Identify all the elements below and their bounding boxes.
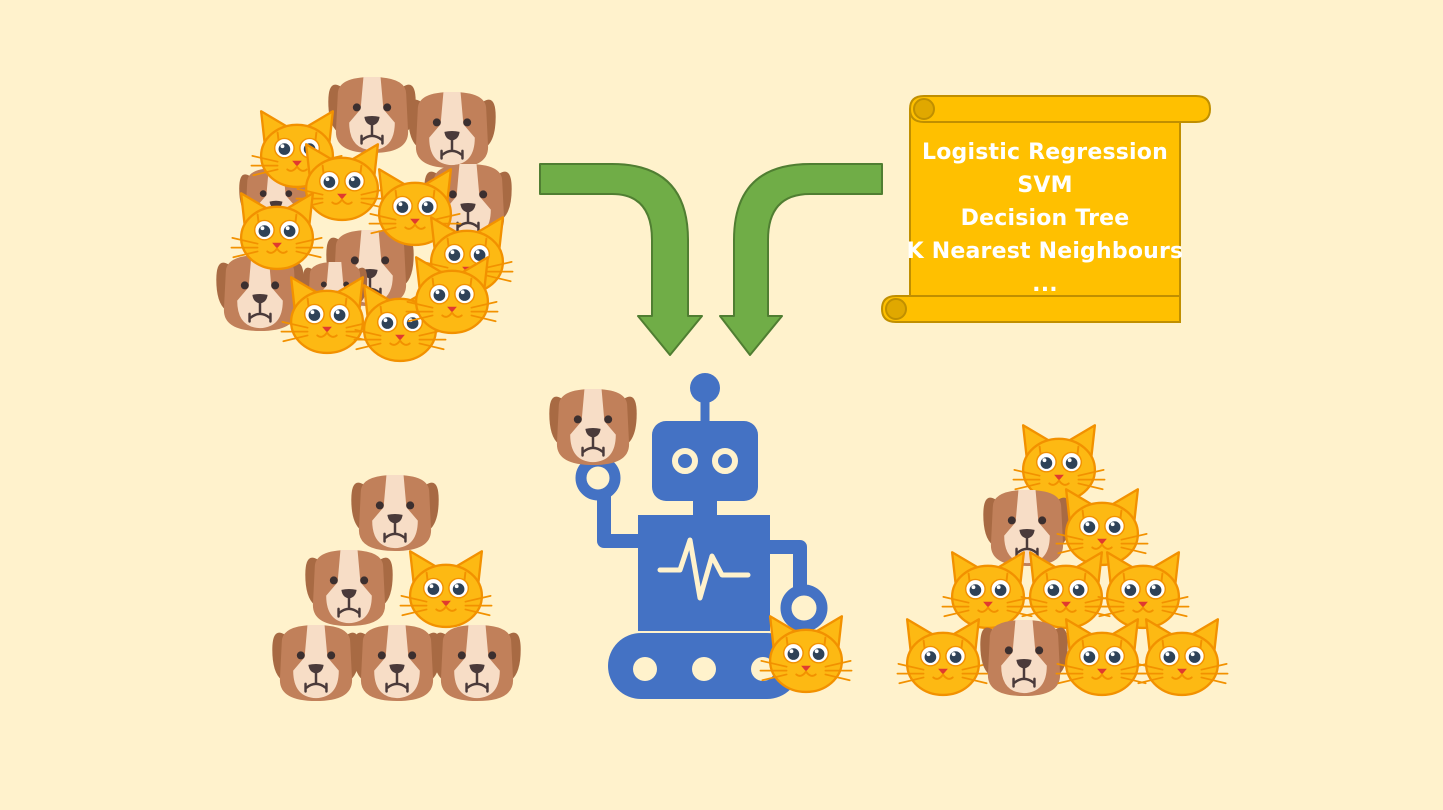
algorithm-item: Logistic Regression — [922, 140, 1168, 165]
input-mixed-pile — [215, 75, 514, 363]
algorithm-item: Decision Tree — [960, 206, 1130, 231]
algorithm-item: K Nearest Neighbours — [906, 239, 1184, 264]
curved-arrow-right — [719, 163, 883, 356]
output-dog-group — [271, 473, 522, 703]
curved-arrow-left — [539, 163, 703, 356]
output-cat-group — [896, 424, 1229, 698]
algorithm-item: ... — [1032, 272, 1058, 297]
robot-held-dog — [548, 387, 638, 467]
algorithm-list: Logistic Regression SVM Decision Tree K … — [905, 136, 1185, 301]
robot-icon — [575, 373, 828, 699]
scroll-icon — [880, 95, 1212, 323]
algorithm-item: SVM — [1017, 173, 1073, 198]
